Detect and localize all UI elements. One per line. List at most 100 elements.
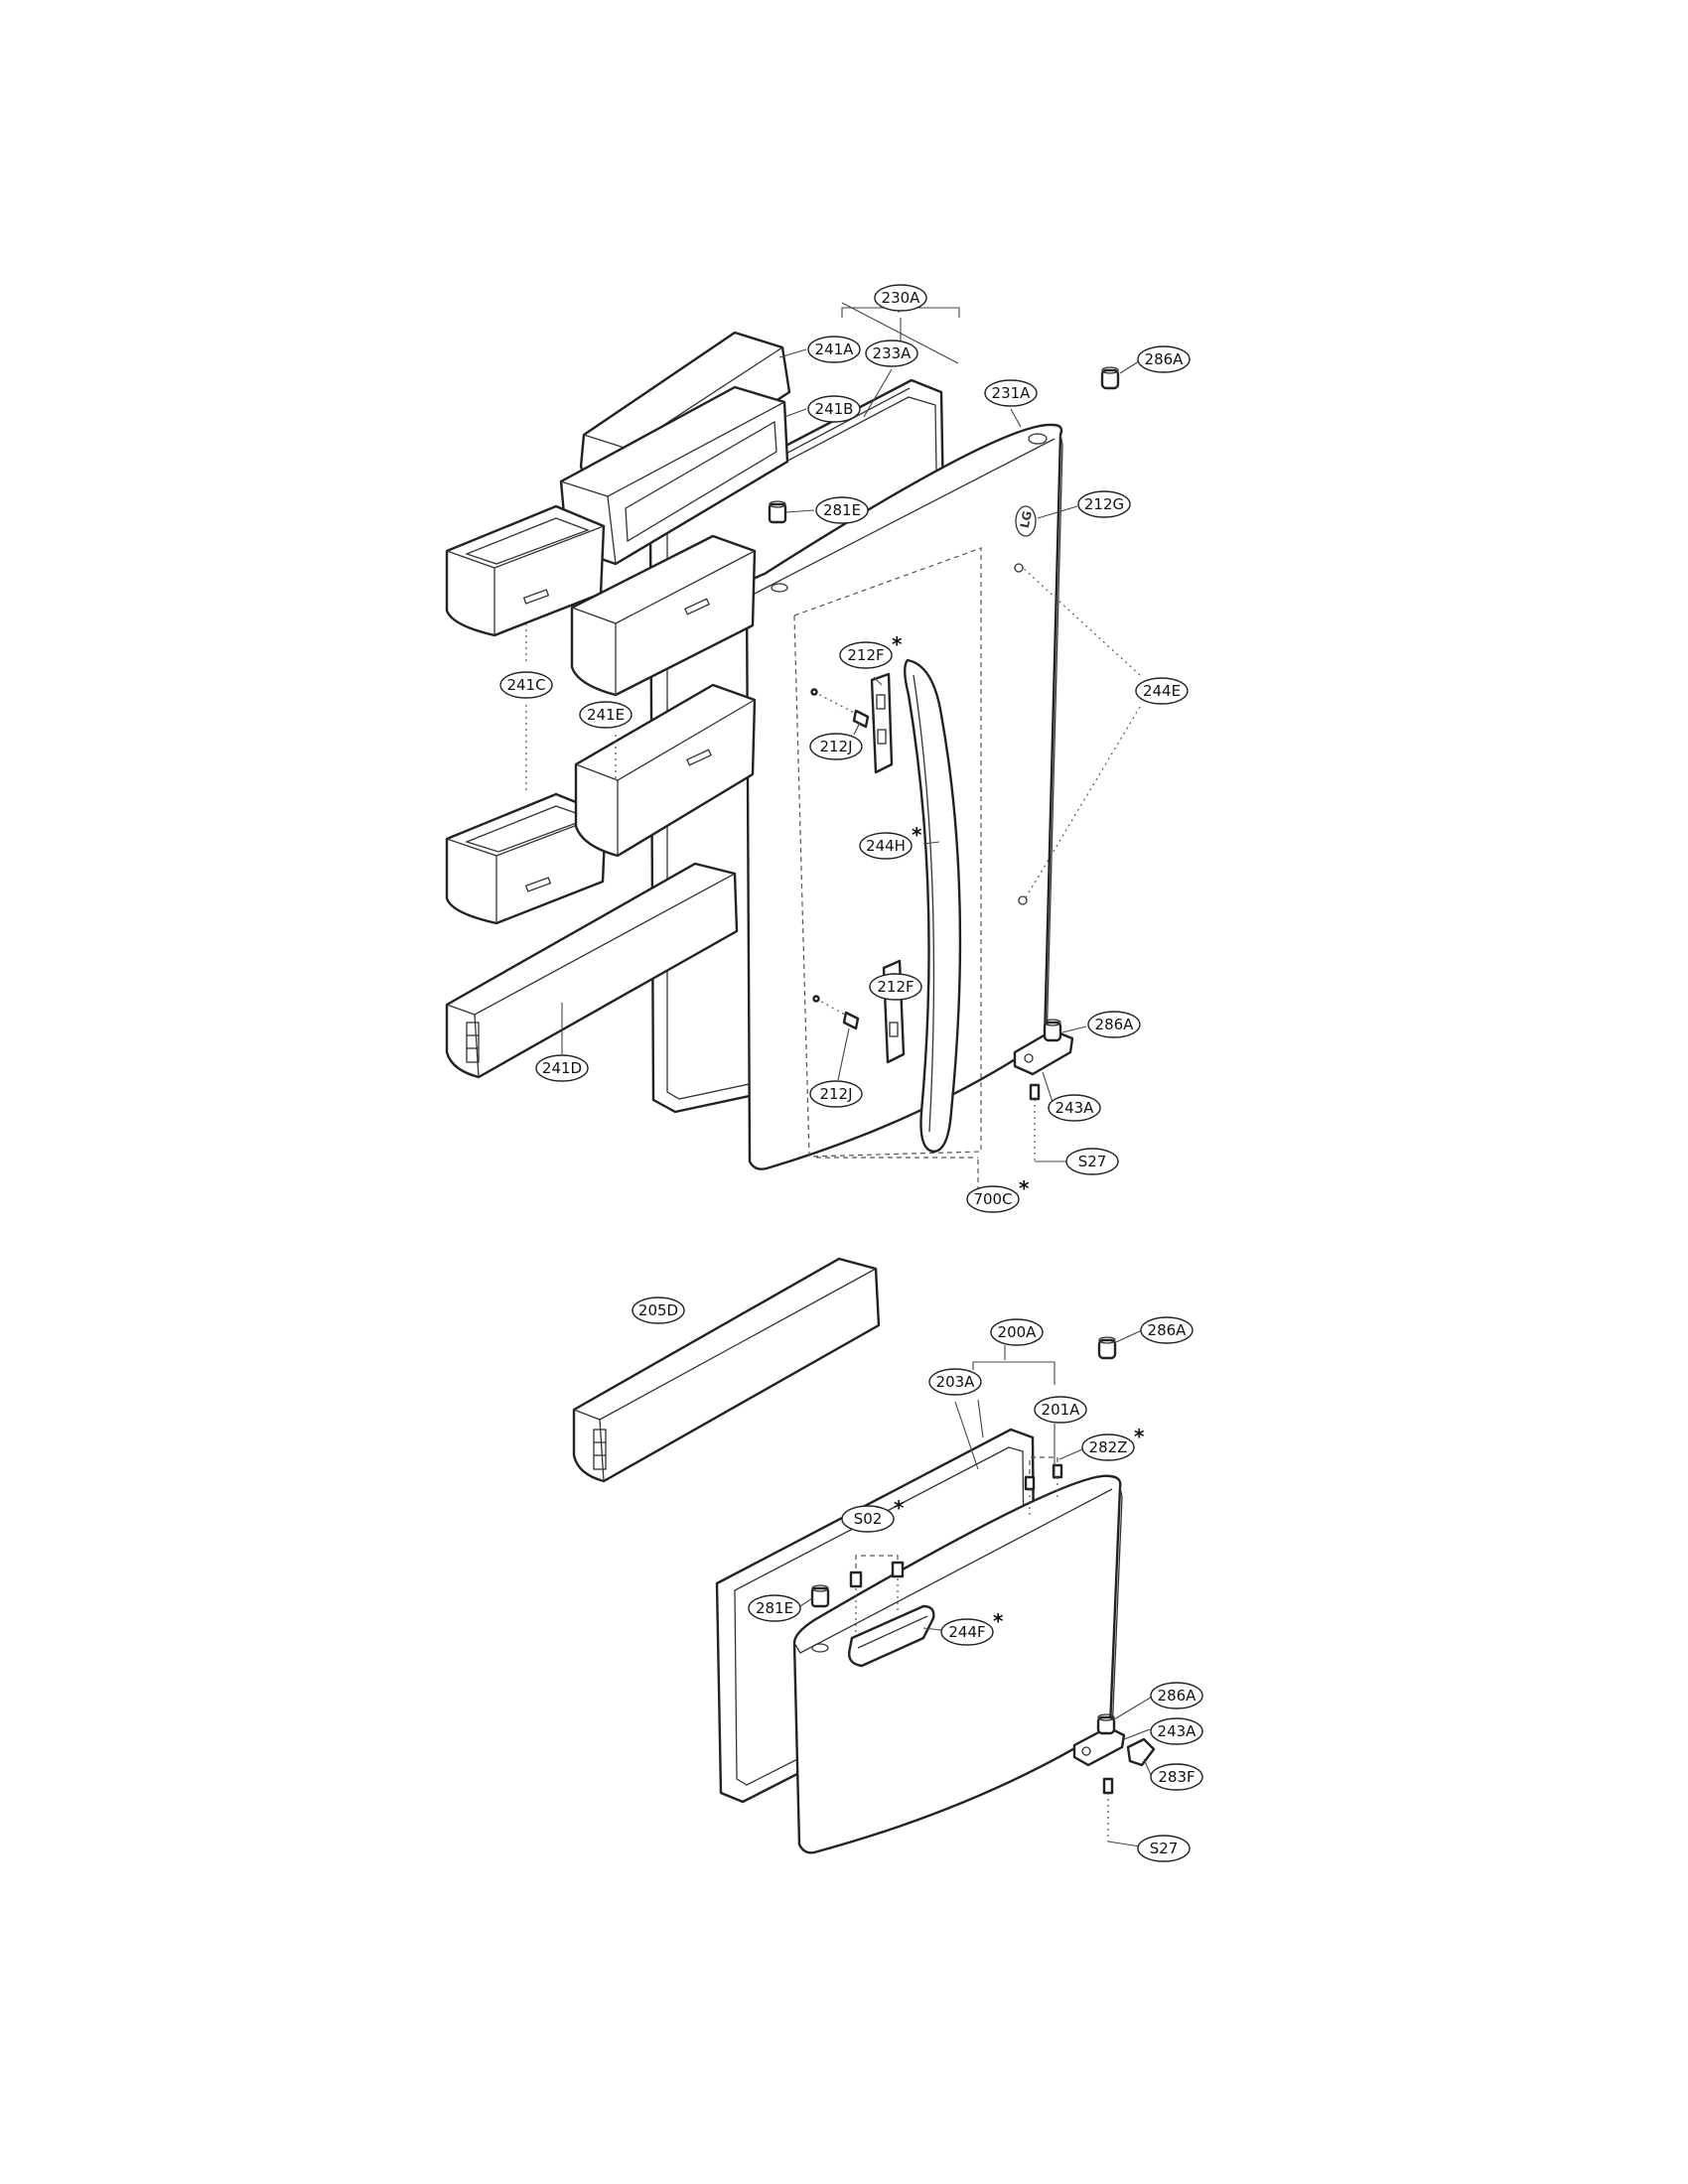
callout-text: 243A (1158, 1722, 1197, 1740)
asterisk-mark: * (1019, 1176, 1030, 1200)
callout-bubble (859, 832, 913, 860)
callout-bubble (1150, 1763, 1203, 1791)
drawer-shelf-205D (572, 1257, 881, 1483)
callout-text: 286A (1145, 350, 1185, 368)
door-bin-241E-bottom (574, 683, 757, 858)
callout-text: 230A (882, 289, 921, 307)
callout-bubble (839, 641, 893, 669)
callout-text: 244E (1143, 682, 1181, 700)
part-callout-212g: 212G (1077, 490, 1131, 518)
door-bin-241D (445, 862, 739, 1079)
callout-text: 205D (638, 1301, 678, 1319)
callout-bubble (1034, 1396, 1087, 1424)
callout-text: 243A (1055, 1099, 1095, 1117)
part-callout-286a: 286A (1140, 1316, 1194, 1344)
callout-bubble (807, 395, 861, 423)
callout-text: 281E (823, 501, 861, 519)
lg-logo: LG (1015, 505, 1037, 537)
callout-text: 212F (847, 646, 884, 664)
drawer-door-panel (792, 1474, 1123, 1854)
callout-bubble (809, 1080, 863, 1108)
handle-bracket-top (870, 672, 894, 774)
hinge-screw-S27-upper (1029, 1083, 1041, 1161)
part-callout-241a: 241A (807, 336, 861, 363)
callout-bubble (1135, 677, 1189, 705)
hinge-cap-286A-top (1100, 366, 1120, 390)
asterisk-mark: * (1134, 1425, 1145, 1448)
logo-text: LG (1018, 509, 1035, 529)
callout-text: 212J (819, 738, 852, 755)
door-bin-241C-top (445, 504, 606, 637)
part-callout-244f: 244F* (940, 1609, 1004, 1646)
callout-bubble (579, 701, 633, 729)
callout-bubble (1150, 1682, 1203, 1709)
part-callout-241e: 241E (579, 701, 633, 729)
callout-bubble (748, 1594, 801, 1622)
callout-text: 700C (973, 1190, 1012, 1208)
callout-bubble (809, 733, 863, 760)
part-callout-212j: 212J (809, 733, 863, 760)
part-callout-s02: S02 * (841, 1496, 905, 1533)
callout-text: S27 (1150, 1840, 1179, 1857)
part-callout-281e: 281E (815, 496, 869, 524)
callout-bubble (966, 1185, 1020, 1213)
hinge-243A-upper (1013, 1019, 1074, 1076)
callout-text: 241D (542, 1059, 582, 1077)
part-callout-244h: 244H* (859, 823, 922, 860)
callout-bubble (815, 496, 869, 524)
part-callout-230a: 230A (874, 284, 927, 312)
callout-text: 286A (1158, 1687, 1197, 1705)
callout-bubble (841, 1505, 895, 1533)
callout-text: 231A (992, 384, 1032, 402)
callout-text: 286A (1095, 1016, 1135, 1033)
part-callout-244e: 244E (1135, 677, 1189, 705)
callout-bubble (874, 284, 927, 312)
callout-bubble (940, 1618, 994, 1646)
hinge-screw-S27-lower (1102, 1777, 1114, 1842)
part-callout-212f: 212F * (839, 632, 903, 669)
callout-text: 286A (1148, 1321, 1188, 1339)
callout-text: 244H (866, 837, 906, 855)
part-callout-212j: 212J (809, 1080, 863, 1108)
part-callout-231a: 231A (984, 379, 1038, 407)
handle-screw-bottom (812, 995, 860, 1030)
handle-screw-top (810, 688, 870, 729)
part-callout-241c: 241C (499, 671, 553, 699)
asterisk-mark: * (892, 632, 903, 656)
part-callout-700c: 700C * (966, 1176, 1030, 1213)
handle-screws-S02 (849, 1555, 905, 1636)
callout-text: 203A (936, 1373, 976, 1391)
callout-bubble (1137, 345, 1191, 373)
callout-text: 241E (587, 706, 625, 724)
part-callout-233a: 233A (865, 340, 918, 367)
part-callout-s27: S27 (1137, 1835, 1191, 1862)
callout-bubble (535, 1054, 589, 1082)
callout-bubble (865, 340, 918, 367)
callout-text: 200A (998, 1323, 1038, 1341)
part-callout-241d: 241D (535, 1054, 589, 1082)
callout-bubble (984, 379, 1038, 407)
callout-text: 282Z (1089, 1438, 1128, 1456)
asterisk-mark: * (894, 1496, 905, 1520)
callout-bubble (499, 671, 553, 699)
callout-text: 241B (815, 400, 854, 418)
part-callout-205d: 205D (632, 1297, 685, 1324)
hinge-cap-286A-drawer-top (1097, 1336, 1117, 1360)
callout-bubble (1140, 1316, 1194, 1344)
callout-text: 212J (819, 1085, 852, 1103)
callout-bubble (632, 1297, 685, 1324)
screws-282Z (1024, 1456, 1063, 1519)
part-callout-243a: 243A (1150, 1717, 1203, 1745)
part-callout-212f: 212F (869, 973, 922, 1001)
callout-bubble (1077, 490, 1131, 518)
part-callout-243a: 243A (1048, 1094, 1101, 1122)
part-callout-281e: 281E (748, 1594, 801, 1622)
callout-text: 212F (877, 978, 914, 996)
part-callout-286a: 286A (1150, 1682, 1203, 1709)
callout-text: S02 (854, 1510, 883, 1528)
callout-bubble (807, 336, 861, 363)
callout-bubble (990, 1318, 1044, 1346)
callout-text: 201A (1042, 1401, 1081, 1419)
callout-bubble (1137, 1835, 1191, 1862)
